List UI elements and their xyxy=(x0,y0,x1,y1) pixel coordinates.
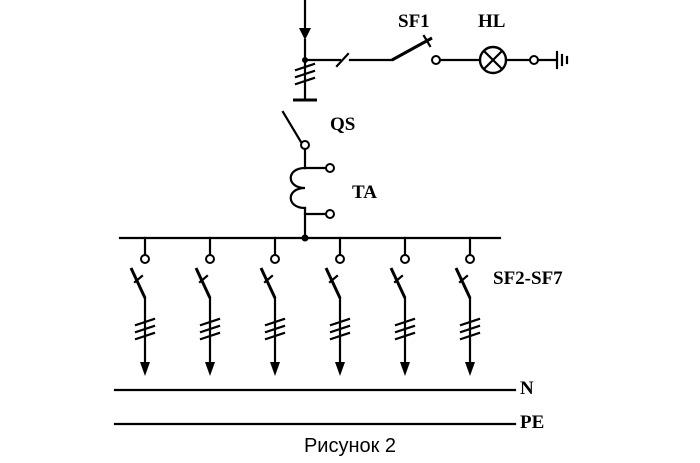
breaker-blade xyxy=(129,267,147,299)
sf1-branch xyxy=(303,34,569,75)
feeder-7 xyxy=(454,236,481,376)
feeder-4 xyxy=(259,236,286,376)
breaker-blade xyxy=(324,267,342,299)
label-sf-group: SF2-SF7 xyxy=(493,268,563,289)
label-n: N xyxy=(520,378,534,399)
feeder-arrow xyxy=(270,362,280,376)
label-ta: TA xyxy=(352,182,377,203)
label-hl: HL xyxy=(478,11,505,32)
incoming-arrow xyxy=(299,28,311,40)
feeder-arrow xyxy=(400,362,410,376)
feeder-arrow xyxy=(205,362,215,376)
incoming-line xyxy=(299,0,311,63)
breaker-blade xyxy=(194,267,212,299)
breaker-blade xyxy=(259,267,277,299)
feeder-arrow xyxy=(465,362,475,376)
feeder-3 xyxy=(194,236,221,376)
current-transformer-ta xyxy=(289,163,335,240)
feeder-5 xyxy=(324,236,351,376)
feeder-arrow xyxy=(335,362,345,376)
label-qs: QS xyxy=(330,114,355,135)
feeder-2 xyxy=(129,236,156,376)
feeder-6 xyxy=(389,236,416,376)
label-pe: PE xyxy=(520,412,544,433)
breaker-blade xyxy=(454,267,472,299)
qs-switch xyxy=(281,110,303,144)
lamp-hl xyxy=(478,45,508,75)
feeders-sf2-sf7 xyxy=(129,236,481,376)
sf1-breaker xyxy=(391,36,433,62)
ground-icon xyxy=(555,50,569,70)
qs-section xyxy=(281,58,317,170)
label-sf1: SF1 xyxy=(398,11,430,32)
breaker-blade xyxy=(389,267,407,299)
feeder-arrow xyxy=(140,362,150,376)
figure-caption: Рисунок 2 xyxy=(304,435,396,457)
